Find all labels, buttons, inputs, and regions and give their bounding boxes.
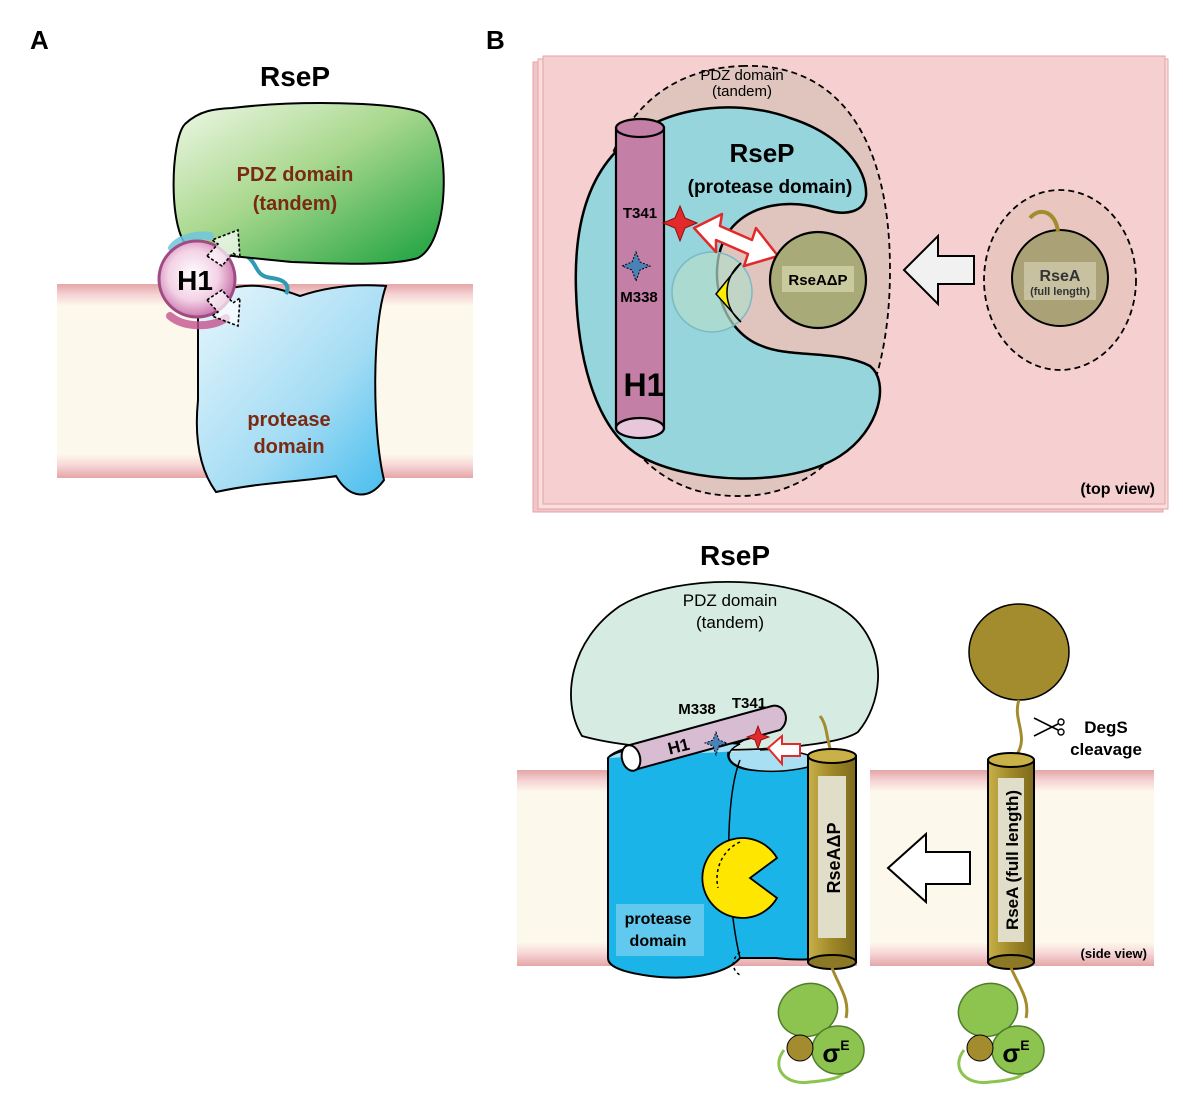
top-view-label: (top view): [1080, 481, 1155, 498]
top-rsea-full-label-line1: RseA: [1040, 268, 1081, 285]
degs-label-line1: DegS: [1084, 718, 1127, 737]
side-pdz-label-line1: PDZ domain: [683, 591, 777, 610]
top-pdz-label-line2: (tandem): [712, 83, 772, 100]
side-h1-label: H1: [666, 735, 692, 759]
top-rsea-tail: [1028, 209, 1060, 233]
sigma-complex-right: σE: [957, 982, 1045, 1085]
panel-a-pdz-label-line2: (tandem): [253, 193, 337, 215]
panel-b-top-view: B PDZ domain (tandem) RseP (protease dom…: [486, 25, 1169, 513]
top-h1-label: H1: [624, 367, 665, 403]
degs-label-line2: cleavage: [1070, 740, 1142, 759]
panel-a-protease-label-line1: protease: [247, 409, 330, 431]
top-incoming-arrow: [902, 233, 975, 307]
side-title: RseP: [700, 540, 770, 571]
panel-a-pdz-label-line1: PDZ domain: [237, 164, 354, 186]
top-m338-star: [620, 250, 652, 283]
side-pacman: [701, 837, 779, 919]
top-rsea-delta-label-bg: [782, 266, 854, 292]
scissors-icon: [1033, 717, 1065, 737]
side-rsea-delta-label: RseAΔP: [824, 823, 844, 894]
sigma-left-label: σE: [822, 1037, 849, 1068]
side-rsea-periplasmic-domain: [968, 603, 1070, 701]
panel-a-h1-label: H1: [177, 265, 213, 296]
panel-b-side-view: RseP PDZ domain (tandem) protease domain: [517, 540, 1154, 1085]
side-m338-label: M338: [678, 701, 716, 718]
side-h1-cylinder: H1: [620, 704, 787, 772]
side-protease-label-line2: domain: [630, 933, 687, 950]
side-rsea-full-tail: [1014, 699, 1023, 757]
sigma-right-label: σE: [1002, 1037, 1029, 1068]
side-t341-label: T341: [732, 695, 766, 712]
panel-a-pdz-domain: [172, 102, 445, 265]
top-rsep-title: RseP: [729, 138, 794, 168]
sigma-complex-left: σE: [777, 982, 865, 1085]
panel-a-letter: A: [30, 25, 49, 55]
side-m338-star: [703, 730, 729, 757]
panel-a-arrow-up: [205, 228, 241, 268]
side-rsea-full-cyto-tail: [1009, 967, 1029, 1019]
side-pacman-dotted: [716, 841, 741, 889]
top-h1-cylinder: H1: [614, 117, 666, 440]
panel-a-protease-domain: [195, 284, 388, 496]
side-view-label: (side view): [1081, 946, 1147, 961]
top-pdz-label-line1: PDZ domain: [700, 67, 783, 84]
side-red-arrow: [766, 733, 801, 767]
panel-b-letter: B: [486, 25, 505, 55]
side-t341-star: [745, 724, 771, 751]
side-cleft-dotted: [732, 951, 743, 977]
side-pdz-label-line2: (tandem): [696, 613, 764, 632]
top-t341-star: [661, 204, 699, 243]
panel-a-protease-label-line2: domain: [253, 436, 324, 458]
panel-a-arrow-down: [205, 288, 241, 328]
panel-a: A RseP PDZ domain (tandem) H1 protease d…: [30, 25, 473, 496]
top-rsep-subtitle: (protease domain): [688, 177, 853, 198]
top-rsea-full-label-line2: (full length): [1030, 286, 1090, 298]
side-incoming-arrow: [886, 831, 971, 905]
panel-a-title: RseP: [260, 61, 330, 92]
side-protease-label-bg: [616, 904, 704, 956]
side-rsea-full-cylinder: RseA (full length): [987, 752, 1035, 970]
top-m338-label: M338: [620, 289, 658, 306]
side-rsea-delta-cyto-tail: [830, 967, 849, 1019]
panel-a-linker: [235, 250, 290, 295]
side-protease-label-line1: protease: [625, 911, 692, 928]
top-pacman: [715, 262, 742, 323]
top-rsea-full-label-bg: [1024, 262, 1096, 300]
side-rsea-delta-cylinder: RseAΔP: [807, 748, 857, 970]
side-rsea-full-label: RseA (full length): [1003, 790, 1022, 930]
top-t341-label: T341: [623, 205, 657, 222]
top-rsea-delta-label: RseAΔP: [788, 272, 847, 289]
